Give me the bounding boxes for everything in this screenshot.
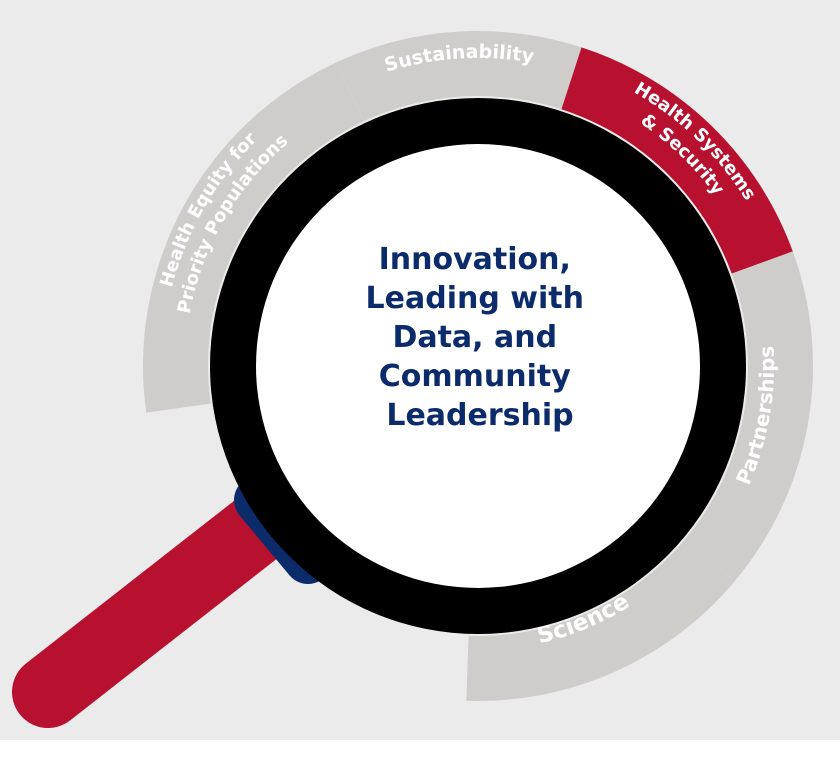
outer-ring	[143, 31, 814, 702]
center-text: Innovation, Leading with Data, and Commu…	[366, 242, 595, 433]
segment-science	[466, 539, 735, 702]
center-line-1: Innovation,	[379, 242, 571, 277]
center-line-2: Leading with	[366, 281, 584, 316]
magnifier-handle	[12, 484, 304, 728]
segment-health-systems-security	[561, 47, 793, 274]
center-line-3: Data, and	[392, 320, 557, 355]
lens-face	[256, 144, 700, 588]
segment-sustainability	[336, 31, 582, 122]
center-line-5: Leadership	[386, 398, 573, 433]
center-line-4: Community	[379, 359, 571, 394]
segment-partnerships	[684, 251, 814, 582]
magnifying-glass-icon	[12, 98, 746, 728]
segment-health-equity	[143, 62, 364, 413]
